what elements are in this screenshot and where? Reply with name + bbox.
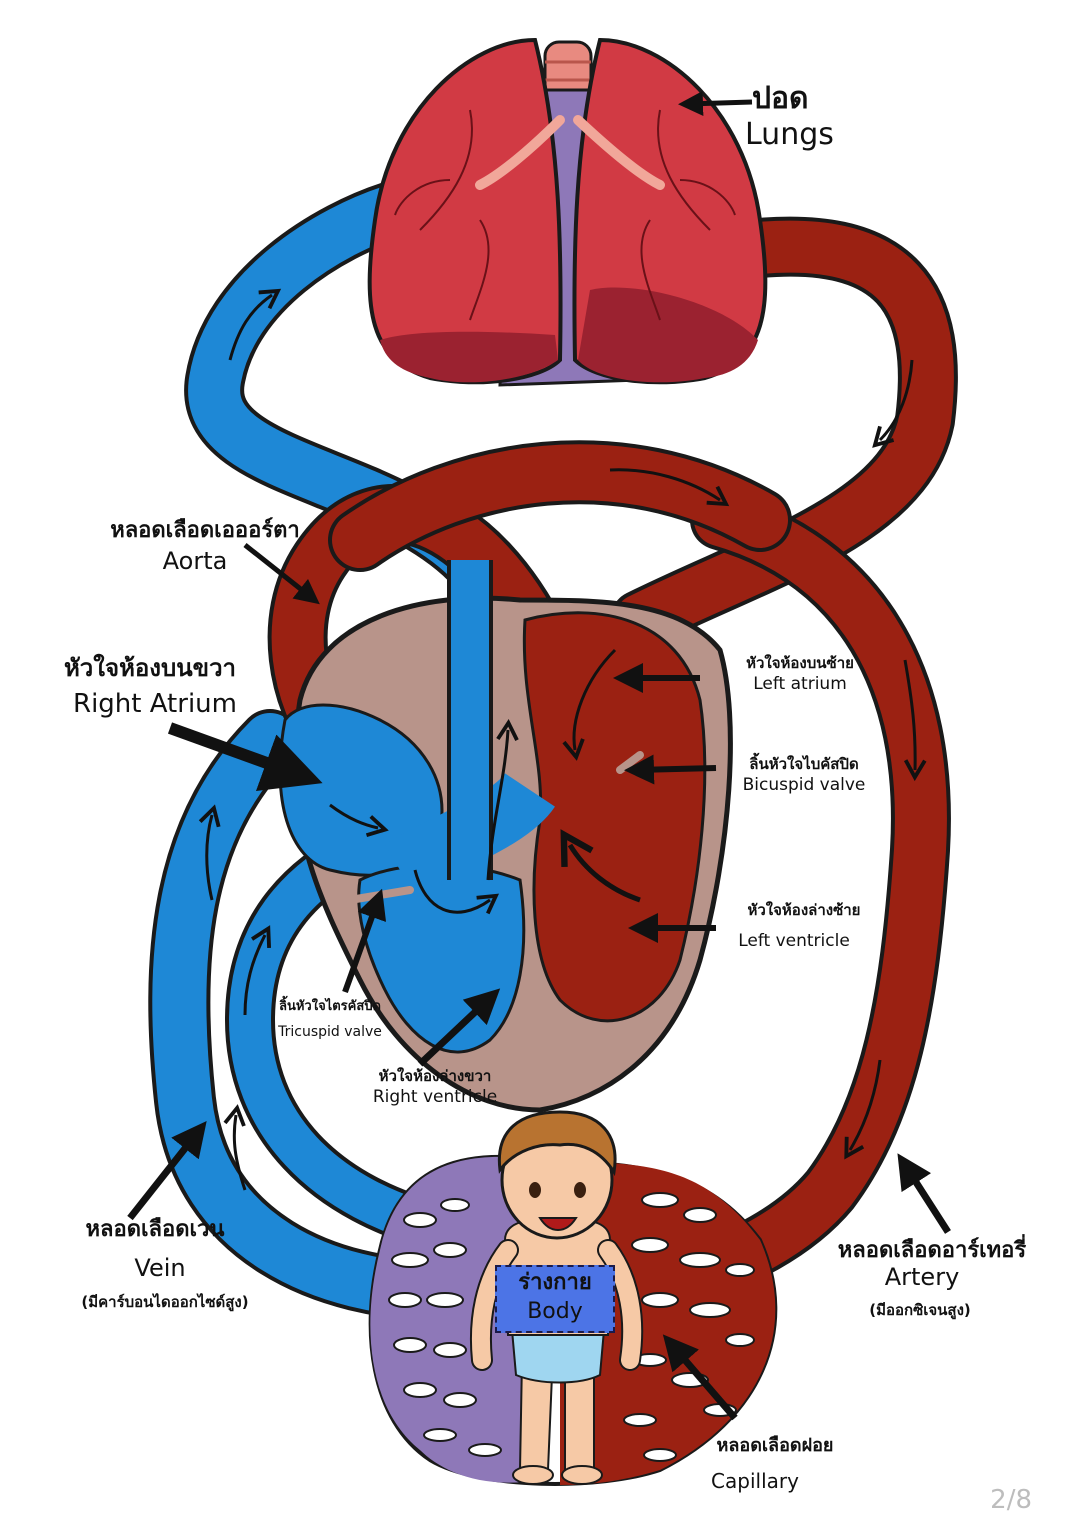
- bicuspid-label-th: ลิ้นหัวใจไบคัสปิด: [749, 755, 859, 773]
- lungs-label-th: ปอด: [752, 81, 809, 116]
- right-atrium-label-th: หัวใจห้องบนขวา: [63, 654, 237, 682]
- left-atrium-label-en: Left atrium: [753, 674, 847, 694]
- vein-label-en: Vein: [134, 1254, 186, 1282]
- body-label-th: ร่างกาย: [518, 1270, 592, 1295]
- bicuspid-label-en: Bicuspid valve: [742, 775, 866, 795]
- capillary-label-en: Capillary: [711, 1469, 799, 1493]
- aorta-label-en: Aorta: [162, 547, 228, 575]
- right-ventricle-label-en: Right ventricle: [372, 1087, 498, 1107]
- left-atrium-label-th: หัวใจห้องบนซ้าย: [746, 654, 854, 672]
- left-ventricle-label-th: หัวใจห้องล่างซ้าย: [747, 901, 861, 919]
- vein-label-th: หลอดเลือดเวน: [85, 1217, 225, 1242]
- page-indicator: 2/8: [990, 1485, 1032, 1515]
- capillary-label-th: หลอดเลือดฝอย: [716, 1435, 834, 1456]
- body-label-box: ร่างกาย Body: [495, 1265, 615, 1333]
- heart-icon: [278, 560, 733, 1113]
- left-ventricle-label-en: Left ventricle: [738, 931, 850, 951]
- artery-label-th: หลอดเลือดอาร์เทอรี่: [837, 1238, 1027, 1263]
- vein-note: (มีคาร์บอนไดออกไซด์สูง): [81, 1293, 249, 1311]
- artery-label-en: Artery: [884, 1263, 960, 1291]
- artery-note: (มีออกซิเจนสูง): [869, 1301, 971, 1319]
- lungs-icon: [367, 37, 768, 387]
- aorta-label-th: หลอดเลือดเอออร์ตา: [110, 518, 300, 543]
- tricuspid-label-en: Tricuspid valve: [278, 1024, 382, 1040]
- pointer-arrows: [127, 91, 951, 1421]
- tricuspid-label-th: ลิ้นหัวใจไตรคัสปิด: [279, 999, 381, 1014]
- body-label-en: Body: [527, 1298, 583, 1324]
- lungs-label-en: Lungs: [745, 117, 834, 152]
- right-atrium-label-en: Right Atrium: [73, 689, 237, 719]
- right-ventricle-label-th: หัวใจห้องล่างขวา: [378, 1067, 492, 1085]
